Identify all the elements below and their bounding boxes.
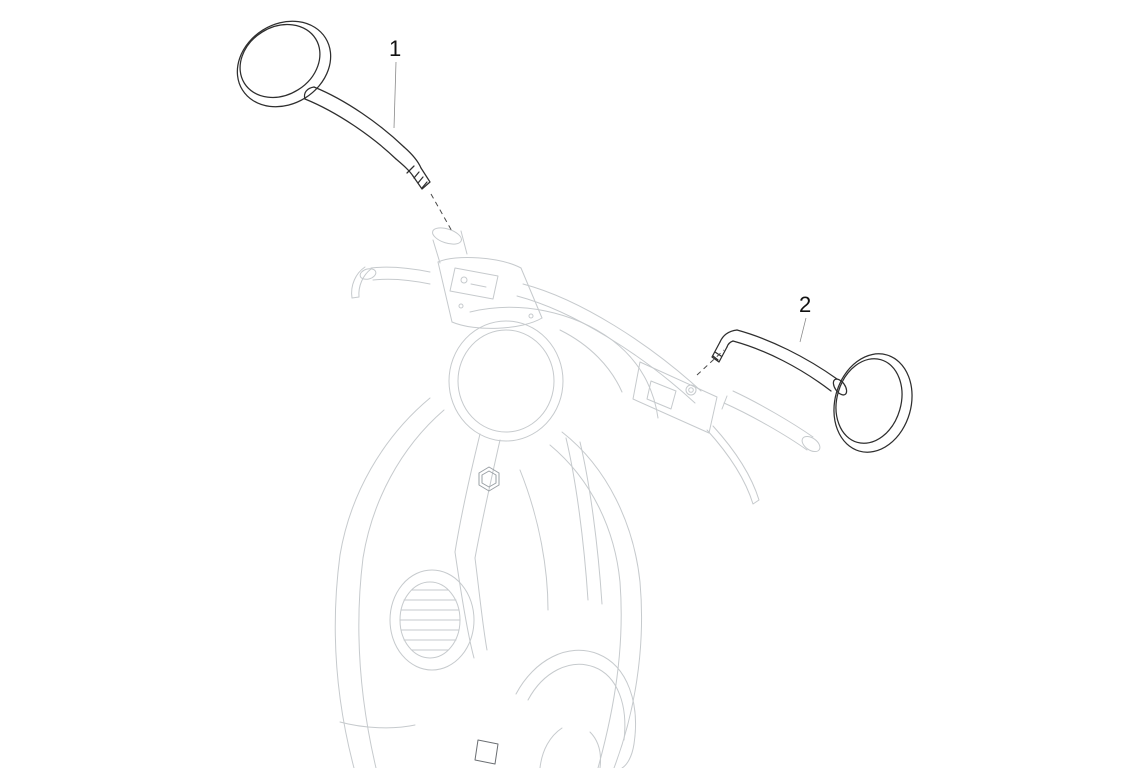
part-callout-1[interactable]: 1 [389,36,401,61]
left-brake-lever [351,266,372,299]
mirror-2-housing[interactable] [823,344,924,461]
leader-line-2 [799,317,807,343]
mirror-1-stem[interactable] [313,86,405,148]
mirror-2-elbow [719,329,738,343]
part-callout-2[interactable]: 2 [799,292,811,317]
left-grip [370,266,431,285]
mirror-1-neck [303,86,315,100]
right-brake-lever [706,425,760,505]
headlamp [448,320,564,442]
right-grip [723,402,808,451]
scooter-body-drawing [334,227,821,768]
mirror-1-glass-rim [239,23,321,99]
front-fender [515,649,636,768]
mirror-2-threaded-stud [711,341,728,363]
mirror-2-glass-rim [835,358,903,444]
assembly-dash-line-2 [696,349,725,376]
right-switch-housing [632,361,718,434]
leader-line-1 [393,61,397,129]
hexagon-fastener [478,466,500,492]
mirror-part-1[interactable] [221,4,431,190]
front-fork [565,437,603,605]
mirror-2-stem[interactable] [736,329,838,380]
horn-cover [389,569,475,671]
mirror-2-ball-joint [832,378,848,396]
mirror-part-2[interactable] [711,329,924,462]
assembly-dash-line-1 [430,193,454,234]
reflector-block [474,739,499,765]
mirror-mount-hole-right [685,384,697,396]
instrument-panel [449,267,499,300]
steering-stem-top [432,227,462,245]
handlebar-tube [522,283,702,392]
legshield [334,397,431,768]
